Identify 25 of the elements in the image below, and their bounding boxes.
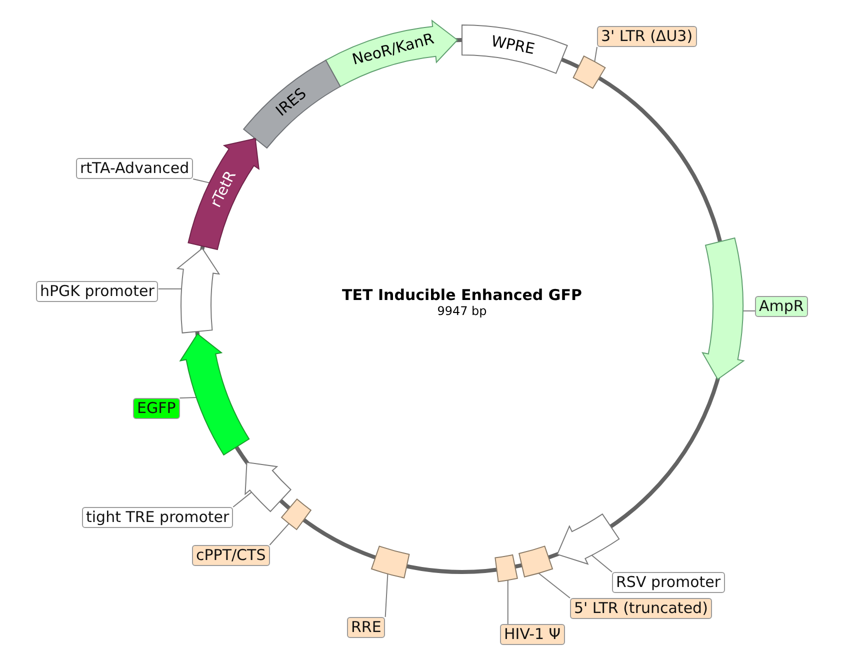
feature-label: WPRE <box>490 32 536 58</box>
feature-callout: EGFP <box>133 398 180 419</box>
plasmid-size: 9947 bp <box>437 304 487 318</box>
feature-callout: AmpR <box>755 296 808 317</box>
feature-callout: RSV promoter <box>612 572 725 593</box>
leader-line <box>384 573 388 618</box>
leader-line <box>192 178 210 184</box>
leader-line <box>594 46 598 62</box>
leader-line <box>269 523 290 546</box>
feature-callout: tight TRE promoter <box>82 507 234 528</box>
feature-callout: 5' LTR (truncated) <box>570 598 712 619</box>
feature-callout: hPGK promoter <box>36 281 158 302</box>
feature-callout: rtTA-Advanced <box>76 158 194 179</box>
plasmid-title: TET Inducible Enhanced GFP <box>342 286 582 304</box>
feature-callout: 3' LTR (ΔU3) <box>597 26 697 47</box>
leader-line <box>538 572 570 598</box>
feature-callout: cPPT/CTS <box>192 545 270 566</box>
feature-callout: RRE <box>347 617 386 638</box>
leader-line <box>158 288 182 290</box>
leader-line <box>742 310 756 312</box>
feature-callout: HIV-1 Ψ <box>500 624 565 645</box>
leader-line <box>507 580 508 624</box>
feature-label: rTetR <box>206 168 240 211</box>
leader-line <box>179 396 197 398</box>
leader-line <box>232 492 252 508</box>
